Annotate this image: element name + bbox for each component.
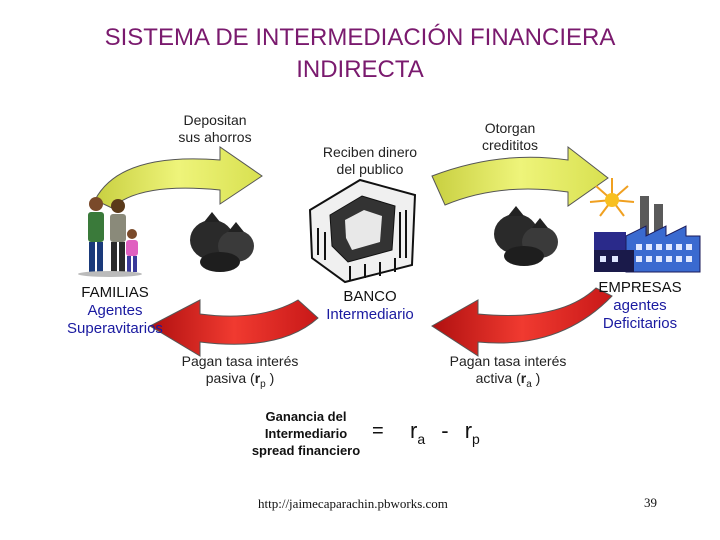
ganancia-line-1: Ganancia del [265, 409, 347, 424]
formula-ra-sub: a [417, 431, 426, 447]
title-line-2: INDIRECTA [296, 56, 424, 83]
activa-sub: a [526, 379, 532, 390]
label-otorgan: Otorgan credititos [460, 120, 560, 154]
money-bags-left-icon [190, 212, 254, 272]
title-line-1: SISTEMA DE INTERMEDIACIÓN FINANCIERA [104, 24, 616, 51]
label-depositan: Depositan sus ahorros [160, 112, 270, 146]
pasiva-r: r [254, 370, 261, 386]
pasiva-prefix: pasiva ( [205, 370, 255, 386]
empresas-role-2: Deficitarios [602, 315, 678, 332]
activa-close: ) [531, 370, 541, 386]
ganancia-line-3: spread financiero [251, 443, 361, 458]
bank-building-icon [308, 178, 417, 284]
page-number: 39 [644, 495, 657, 510]
family-icon [78, 197, 142, 277]
empresas-role-1: agentes [613, 297, 667, 314]
label-banco: BANCO Intermediario [310, 288, 430, 324]
empresas-name: EMPRESAS [598, 279, 682, 296]
formula-minus: - [441, 418, 449, 443]
label-depositan-line-1: Depositan [183, 112, 247, 128]
label-otorgan-line-1: Otorgan [484, 120, 536, 136]
formula-spread: ra - rp [410, 418, 480, 447]
formula-ra: r [410, 418, 418, 443]
banco-role: Intermediario [326, 306, 414, 323]
label-pasiva: Pagan tasa interés pasiva (rp ) [170, 353, 310, 390]
pasiva-line-2: pasiva (rp ) [170, 370, 310, 390]
arrow-deposit [94, 146, 263, 209]
formula-rp-sub: p [472, 431, 480, 447]
familias-role-1: Agentes [87, 302, 143, 319]
arrow-pay-passive [148, 299, 319, 357]
label-otorgan-line-2: credititos [481, 137, 539, 153]
activa-line-1: Pagan tasa interés [449, 353, 567, 369]
label-familias: FAMILIAS Agentes Superavitarios [50, 284, 180, 338]
ganancia-line-2: Intermediario [264, 426, 348, 441]
familias-role-2: Superavitarios [67, 320, 163, 337]
familias-name: FAMILIAS [81, 284, 149, 301]
banco-name: BANCO [343, 288, 397, 305]
arrow-pay-active [431, 287, 613, 357]
arrow-credits [431, 145, 609, 207]
label-empresas: EMPRESAS agentes Deficitarios [580, 279, 700, 333]
label-reciben-line-2: del publico [336, 161, 404, 177]
activa-prefix: activa ( [475, 370, 521, 386]
pasiva-sub: p [260, 379, 266, 390]
factory-icon [589, 178, 701, 273]
label-reciben-line-1: Reciben dinero [322, 144, 418, 160]
formula-rp: r [464, 418, 473, 443]
page-title: SISTEMA DE INTERMEDIACIÓN FINANCIERA IND… [0, 22, 720, 86]
activa-r: r [520, 370, 527, 386]
label-depositan-line-2: sus ahorros [178, 129, 252, 145]
money-bags-right-icon [494, 206, 558, 266]
pasiva-line-1: Pagan tasa interés [181, 353, 299, 369]
label-activa: Pagan tasa interés activa (ra ) [438, 353, 578, 390]
label-ganancia: Ganancia del Intermediario spread financ… [236, 408, 376, 459]
label-reciben: Reciben dinero del publico [310, 144, 430, 178]
formula-equals: = [372, 420, 384, 442]
pasiva-close: ) [265, 370, 275, 386]
activa-line-2: activa (ra ) [438, 370, 578, 390]
footer-url: http://jaimecaparachin.pbworks.com [258, 496, 448, 511]
